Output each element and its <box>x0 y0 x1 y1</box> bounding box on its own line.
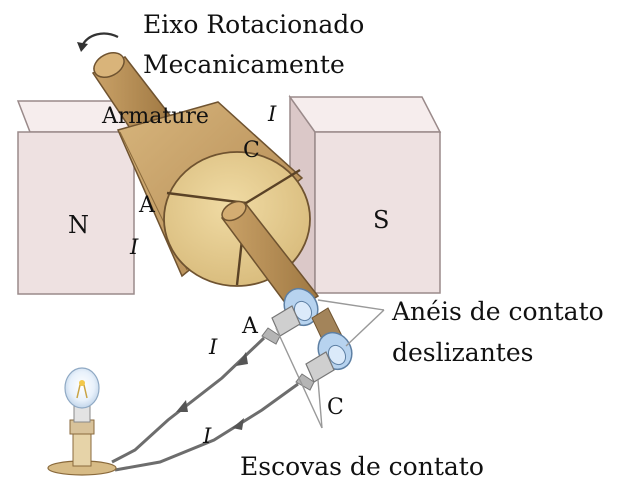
brush-a-label: A <box>241 314 259 339</box>
rotation-arrow-icon <box>77 32 119 52</box>
south-magnet <box>288 94 442 296</box>
slip-ring-c <box>311 307 353 371</box>
south-pole-label: S <box>373 206 389 234</box>
light-bulb-icon <box>47 367 117 476</box>
brush-c-label: C <box>327 395 344 420</box>
slip-rings-label-line1: Anéis de contato <box>391 297 604 326</box>
current-arrow-icon <box>176 352 248 430</box>
current-label-wire-c: I <box>202 424 212 448</box>
armature-label: Armature <box>101 104 209 129</box>
current-label-armature: I <box>129 235 139 259</box>
pointer-lines <box>275 299 385 429</box>
segment-c-label: C <box>243 138 260 163</box>
shaft-label-line2: Mecanicamente <box>143 50 345 79</box>
shaft-label-line1: Eixo Rotacionado <box>143 10 364 39</box>
segment-a-label: A <box>138 193 156 218</box>
circuit-wires <box>111 336 299 472</box>
slip-rings-label-line2: deslizantes <box>392 338 533 367</box>
front-shaft <box>220 200 320 313</box>
current-label-wire-a: I <box>208 335 218 359</box>
north-pole-label: N <box>68 211 89 239</box>
current-label-top: I <box>267 102 277 126</box>
brushes-label: Escovas de contato <box>240 452 484 481</box>
north-magnet <box>16 100 136 295</box>
brush-c <box>295 351 335 391</box>
